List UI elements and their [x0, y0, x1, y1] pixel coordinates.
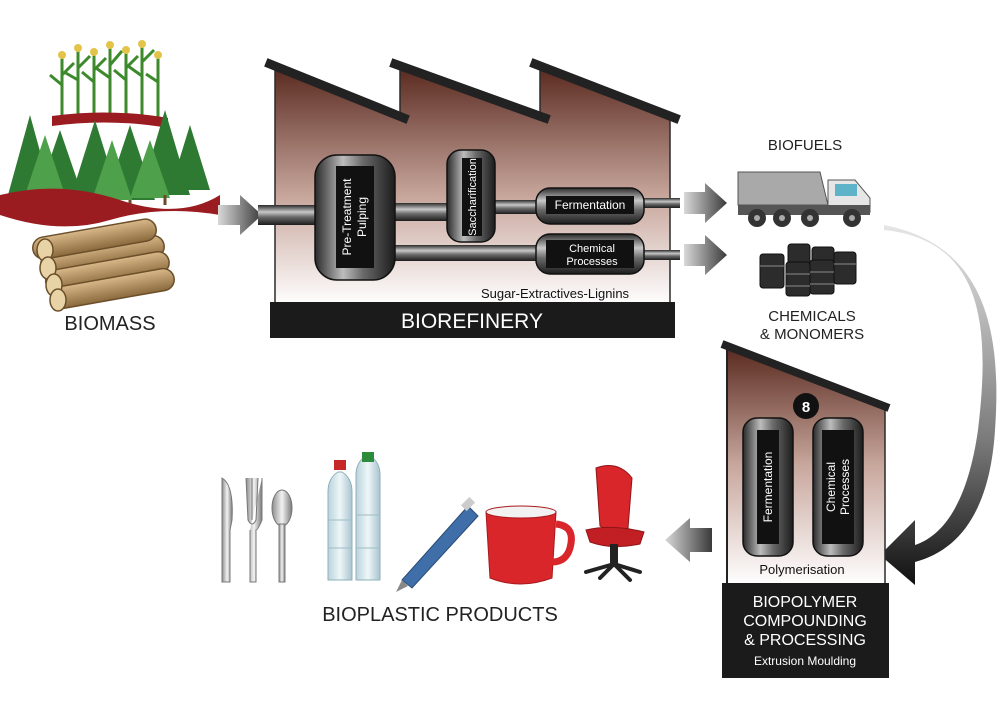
arrow-to-biofuels-icon: [684, 183, 727, 223]
biorefinery-label: BIOREFINERY: [401, 310, 543, 333]
biofuels-label: BIOFUELS: [768, 137, 842, 154]
ground-ribbon: [0, 188, 220, 227]
saccharification-label: Saccharification: [467, 158, 479, 236]
pretreatment-label: Pre-Treatment: [340, 178, 354, 256]
pipe-to-chemical: [395, 245, 540, 261]
arrow-to-chemicals-icon: [684, 235, 727, 275]
pipe-to-fermentation: [490, 200, 540, 214]
corn-field-icon: [49, 44, 160, 118]
curved-flow-arrow-icon: [880, 225, 997, 585]
biopolymer-chemical-tank: Chemical Processes: [812, 417, 864, 557]
arrow-to-products-icon: [665, 518, 712, 562]
biomass-label: BIOMASS: [64, 313, 155, 335]
step-badge: [793, 393, 819, 419]
office-chair-icon: [584, 465, 645, 582]
outlet-pipe-1: [640, 198, 680, 208]
pipe-to-saccharification: [395, 203, 455, 221]
red-mug-icon: [485, 505, 575, 585]
dump-truck-icon: [737, 171, 871, 227]
biopolymer-title-line3: & PROCESSING: [744, 632, 866, 649]
field-ribbon: [52, 112, 168, 128]
chemicals-label: CHEMICALS: [768, 308, 856, 325]
corn-tassels: [58, 40, 162, 59]
outlet-pipe-2: [640, 250, 680, 260]
saccharification-tank: Saccharification: [446, 149, 496, 243]
biopolymer-processes-label: Processes: [838, 459, 852, 515]
biorefinery-subtitle: Sugar-Extractives-Lignins: [481, 286, 630, 301]
processes-label: Processes: [566, 256, 618, 268]
bioplastic-products: BIOPLASTIC PRODUCTS: [221, 452, 645, 626]
pen-icon: [396, 496, 479, 592]
arrow-biomass-to-refinery-icon: [218, 195, 262, 235]
logs-icon: [32, 218, 175, 312]
biopolymer-building: 8 Fermentation Chemical Processes Polyme…: [720, 340, 891, 678]
step-badge-number: 8: [802, 399, 810, 416]
extrusion-moulding-label: Extrusion Moulding: [754, 654, 856, 668]
chemical-processes-tank: Chemical Processes: [535, 233, 645, 275]
cutlery-icon: [221, 477, 293, 583]
fermentation-tank: Fermentation: [535, 187, 645, 225]
pretreatment-tank: Pre-Treatment Pulping: [314, 154, 396, 281]
pulping-label: Pulping: [355, 197, 369, 237]
forest-icon: [8, 110, 210, 210]
biopolymer-title-line2: COMPOUNDING: [743, 613, 867, 630]
bioplastic-products-label: BIOPLASTIC PRODUCTS: [322, 604, 558, 626]
fermentation-label: Fermentation: [555, 198, 626, 212]
barrels-icon: [759, 243, 857, 297]
biopolymer-fermentation-label: Fermentation: [761, 452, 775, 523]
biorefinery-building: BIOREFINERY Sugar-Extractives-Lignins Pr…: [258, 58, 681, 338]
biopolymer-title-line1: BIOPOLYMER: [753, 594, 858, 611]
inlet-pipe: [258, 205, 323, 225]
biopolymer-fermentation-tank: Fermentation: [742, 417, 794, 557]
chemical-label: Chemical: [569, 243, 615, 255]
monomers-label: & MONOMERS: [760, 326, 864, 343]
biopolymer-chemical-label: Chemical: [824, 462, 838, 512]
polymerisation-label: Polymerisation: [759, 562, 844, 577]
water-bottles-icon: [327, 452, 381, 581]
biomass-illustration: BIOMASS: [0, 40, 220, 335]
